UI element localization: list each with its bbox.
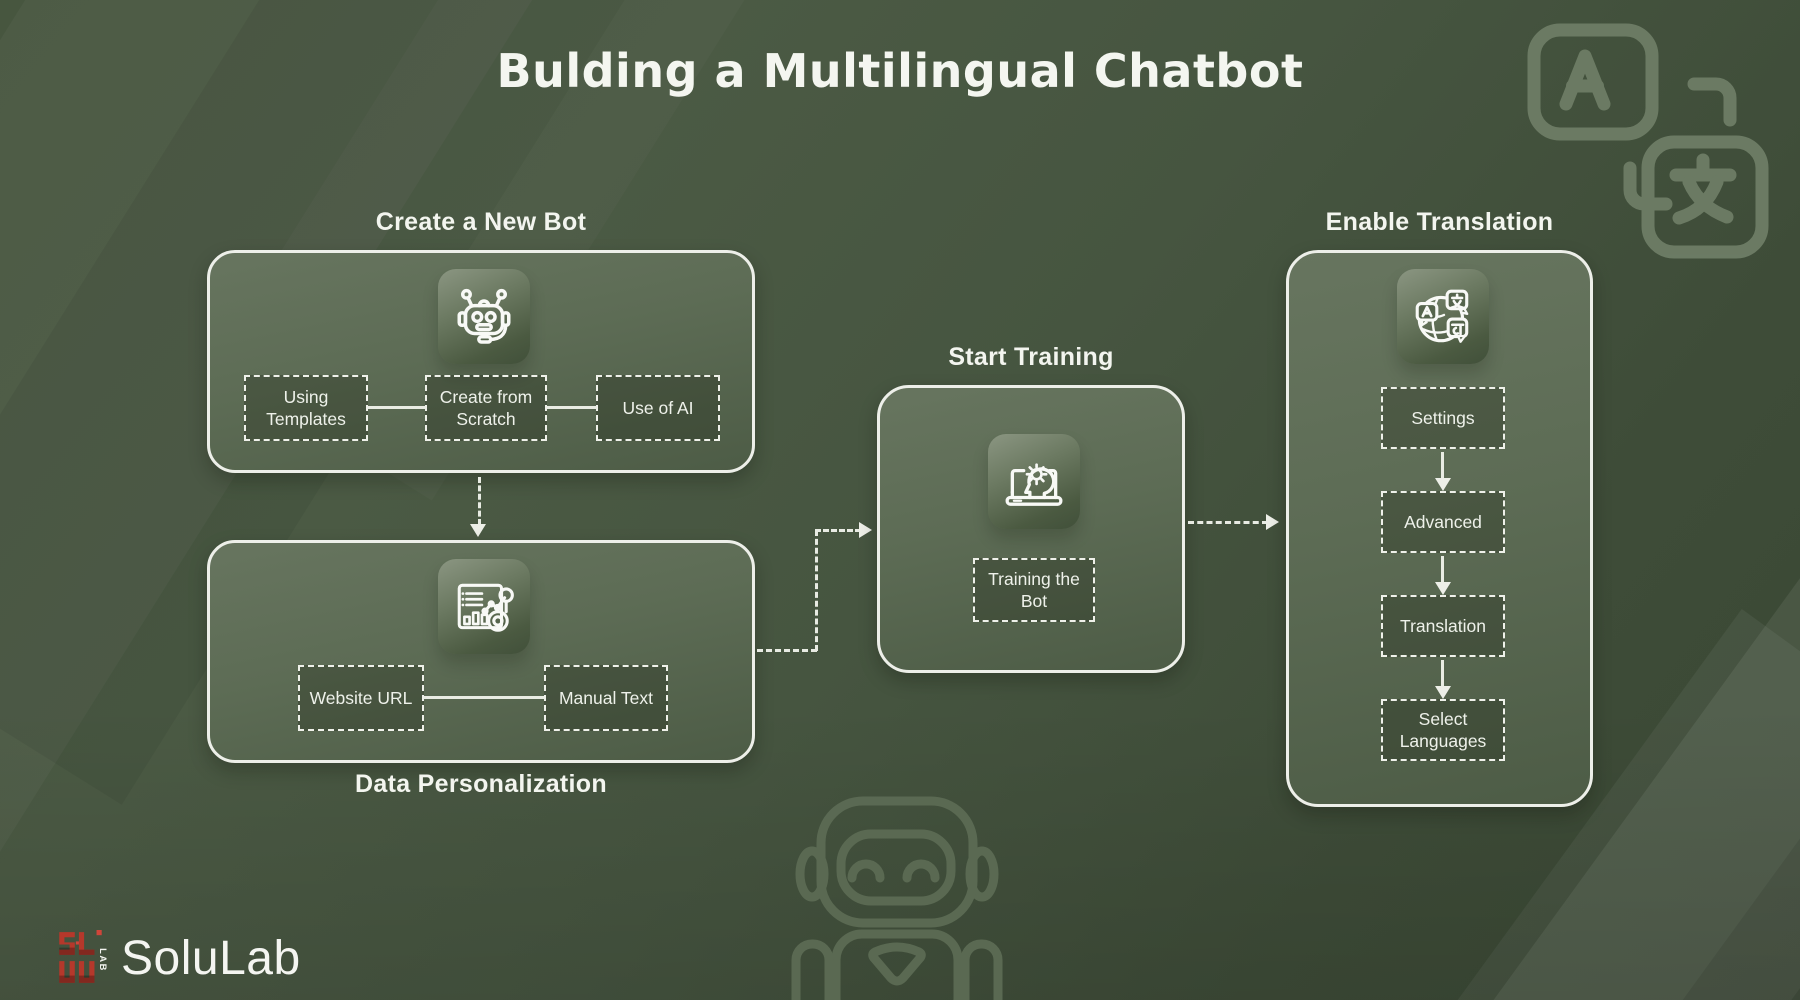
stage-enable-translation: Settings Advanced Translation Select Lan… <box>1286 250 1593 807</box>
connector-line <box>1441 556 1444 584</box>
flow-line <box>815 530 818 651</box>
node-manual-text: Manual Text <box>544 665 668 731</box>
node-label: Settings <box>1411 407 1475 428</box>
node-select-languages: Select Languages <box>1381 699 1505 761</box>
flow-arrowhead-right <box>1266 514 1279 530</box>
stage-create-bot: Using Templates Create from Scratch Use … <box>207 250 755 473</box>
connector-arrowhead <box>1434 478 1451 491</box>
connector-arrowhead <box>1434 582 1451 595</box>
stage-label-start-training: Start Training <box>948 343 1114 371</box>
robot-icon <box>438 269 530 364</box>
stage-label-data-personalization: Data Personalization <box>355 770 607 798</box>
node-label: Translation <box>1400 615 1486 636</box>
robot-watermark-icon <box>791 796 1003 1000</box>
brand-logo: LAB SoluLab <box>55 930 301 988</box>
node-label: Create from Scratch <box>439 386 533 429</box>
node-label: Advanced <box>1404 511 1482 532</box>
flow-arrowhead-right <box>859 522 872 538</box>
node-training-the-bot: Training the Bot <box>973 558 1095 622</box>
connector-line <box>547 406 596 409</box>
connector-line <box>424 696 544 699</box>
node-settings: Settings <box>1381 387 1505 449</box>
node-create-from-scratch: Create from Scratch <box>425 375 547 441</box>
translation-icon <box>1397 269 1489 364</box>
logo-mark-text: LAB <box>98 948 107 972</box>
node-translation: Translation <box>1381 595 1505 657</box>
node-label: Manual Text <box>558 687 654 708</box>
node-label: Website URL <box>309 687 413 708</box>
flow-arrowhead-down <box>470 524 486 537</box>
flow-line <box>815 529 861 532</box>
stage-start-training: Training the Bot <box>877 385 1185 673</box>
machine-learning-icon <box>988 434 1080 529</box>
node-label: Use of AI <box>622 397 694 418</box>
stage-data-personalization: Website URL Manual Text <box>207 540 755 763</box>
page-title: Bulding a Multilingual Chatbot <box>496 44 1304 98</box>
node-label: Using Templates <box>266 386 346 429</box>
connector-arrowhead <box>1434 686 1451 699</box>
node-using-templates: Using Templates <box>244 375 368 441</box>
analytics-icon <box>438 559 530 654</box>
connector-line <box>1441 660 1444 688</box>
node-website-url: Website URL <box>298 665 424 731</box>
connector-line <box>1441 452 1444 480</box>
solulab-logo-mark: LAB <box>59 930 107 983</box>
node-label: Training the Bot <box>988 568 1080 611</box>
brand-name: SoluLab <box>121 932 301 985</box>
stage-label-enable-translation: Enable Translation <box>1325 208 1554 236</box>
flow-line <box>757 649 817 652</box>
stage-label-create-bot: Create a New Bot <box>375 208 587 236</box>
node-use-of-ai: Use of AI <box>596 375 720 441</box>
connector-line <box>368 406 425 409</box>
translate-watermark-icon <box>1527 23 1769 259</box>
flow-arrow-down <box>478 477 481 525</box>
flow-line <box>1188 521 1268 524</box>
node-advanced: Advanced <box>1381 491 1505 553</box>
node-label: Select Languages <box>1399 708 1487 751</box>
